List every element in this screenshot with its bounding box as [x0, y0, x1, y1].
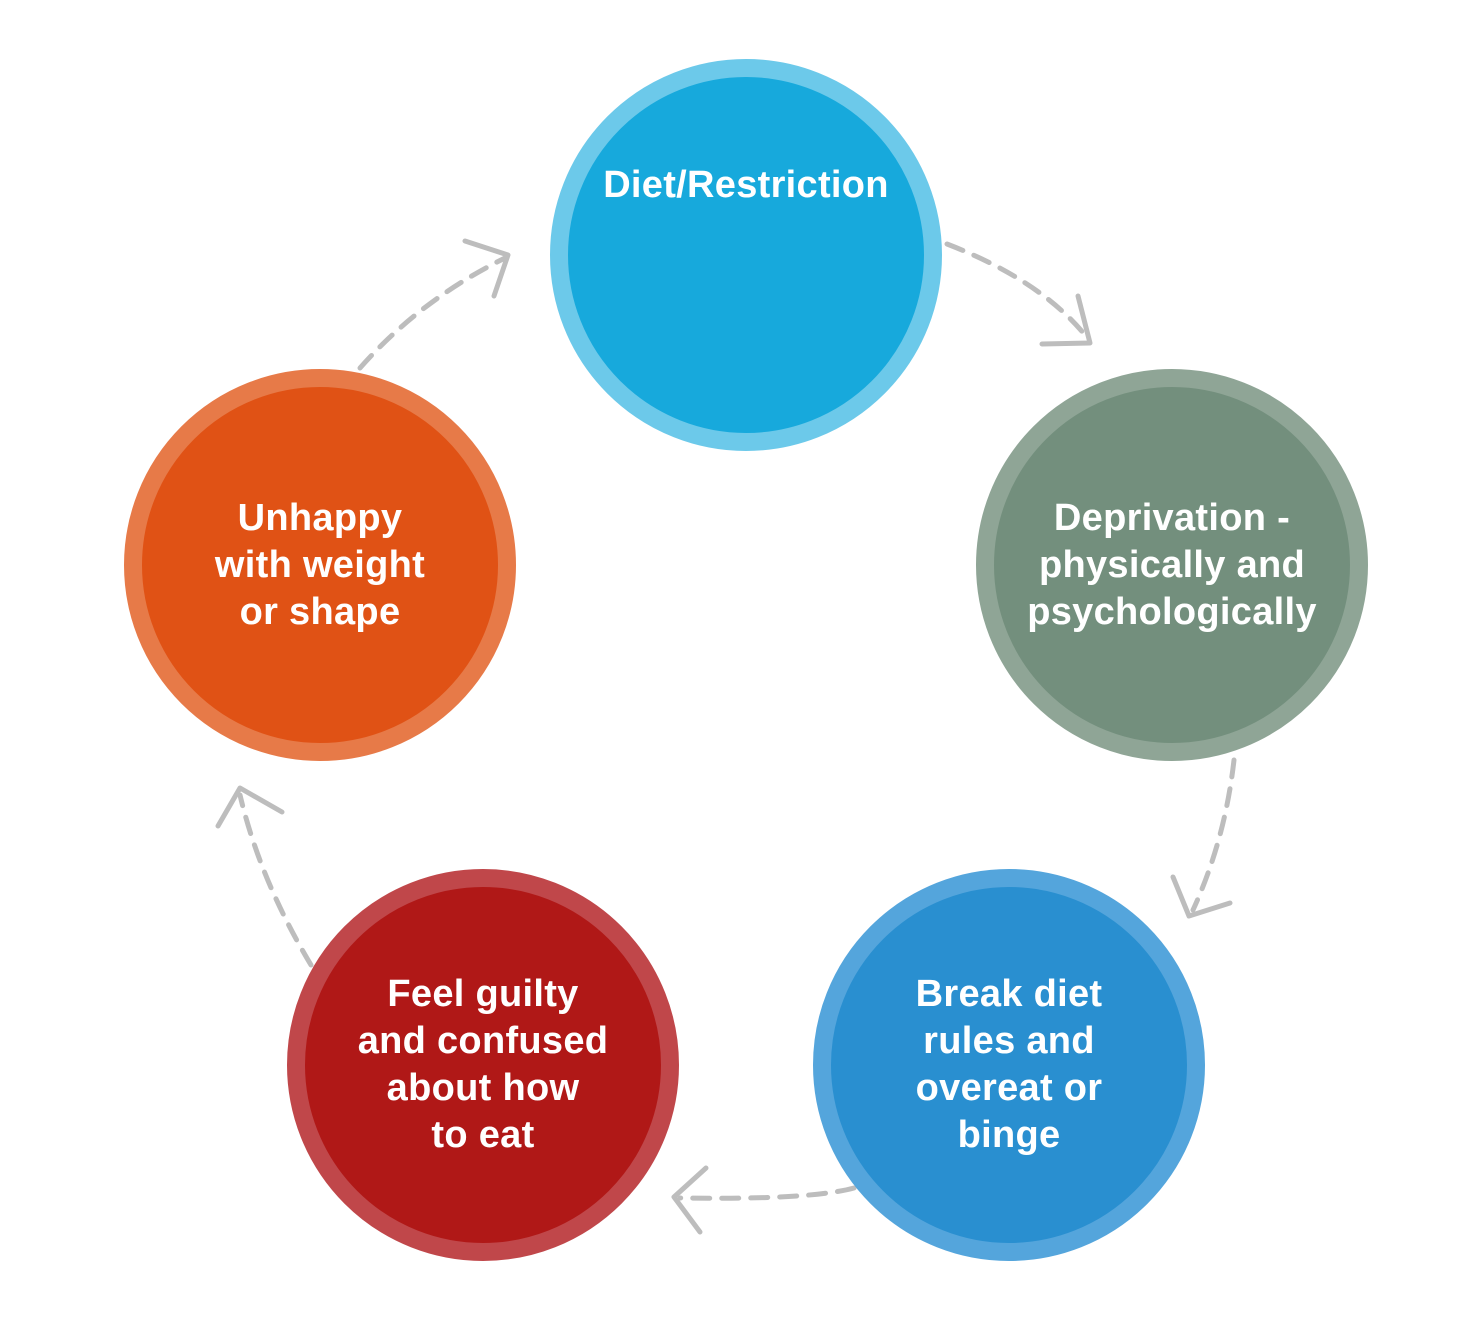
- arrowhead-break-to-guilt: [671, 1165, 709, 1235]
- node-unhappy-weight-shape-label: Unhappy with weight or shape: [214, 496, 426, 633]
- arrow-diet-to-deprivation: [944, 241, 1088, 338]
- node-diet-restriction-label: Diet/Restriction: [603, 163, 889, 206]
- arrowhead-unhappy-to-diet: [462, 238, 511, 299]
- arrow-guilt-to-unhappy: [237, 792, 314, 968]
- node-deprivation-label: Deprivation - physically and psychologic…: [1027, 496, 1317, 633]
- arrowhead-deprivation-to-break: [1170, 874, 1233, 919]
- node-diet-restriction: Diet/Restriction: [550, 59, 942, 451]
- node-break-diet-rules-label: Break diet rules and overeat or binge: [915, 973, 1103, 1156]
- node-break-diet-rules: Break diet rules and overeat or binge: [813, 869, 1205, 1261]
- node-deprivation: Deprivation - physically and psychologic…: [976, 369, 1368, 761]
- arrow-deprivation-to-break: [1190, 757, 1237, 913]
- node-feel-guilty: Feel guilty and confused about how to ea…: [287, 869, 679, 1261]
- arrowhead-diet-to-deprivation: [1039, 293, 1093, 347]
- arrow-unhappy-to-diet: [357, 255, 508, 371]
- node-feel-guilty-label: Feel guilty and confused about how to ea…: [357, 973, 609, 1156]
- arrow-break-to-guilt: [677, 1185, 857, 1201]
- arrowhead-guilt-to-unhappy: [215, 785, 285, 829]
- node-unhappy-weight-shape: Unhappy with weight or shape: [124, 369, 516, 761]
